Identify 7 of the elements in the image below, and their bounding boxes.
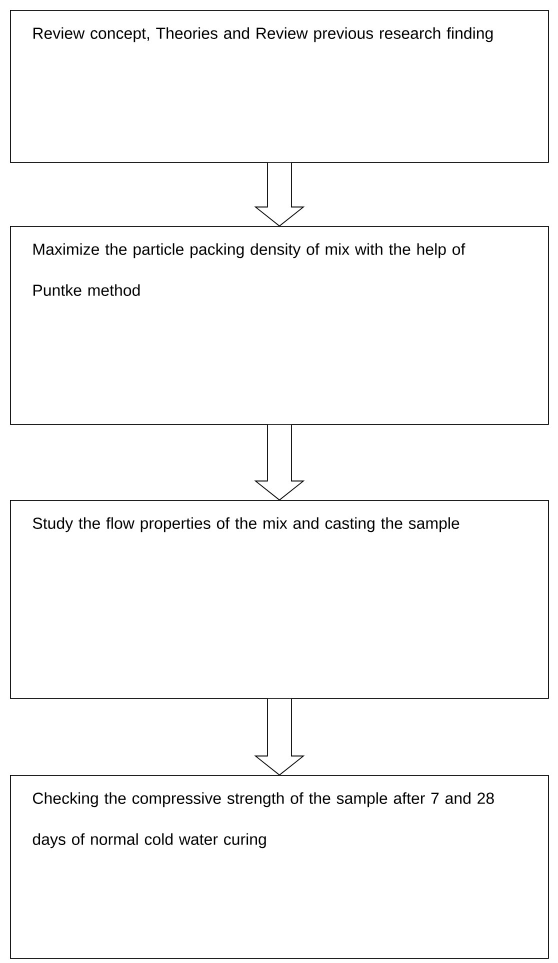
process-box: Review concept, Theories and Review previous research finding (10, 10, 549, 163)
block-arrow (254, 162, 305, 227)
block-arrow (254, 698, 305, 776)
block-arrow (254, 424, 305, 501)
process-box: Maximize the particle packing density of mix with the help of Puntke method (10, 226, 549, 425)
process-box: Checking the compressive strength of the sample after 7 and 28 days of normal cold water curing (10, 775, 549, 959)
process-box: Study the flow properties of the mix and casting the sample (10, 500, 549, 699)
